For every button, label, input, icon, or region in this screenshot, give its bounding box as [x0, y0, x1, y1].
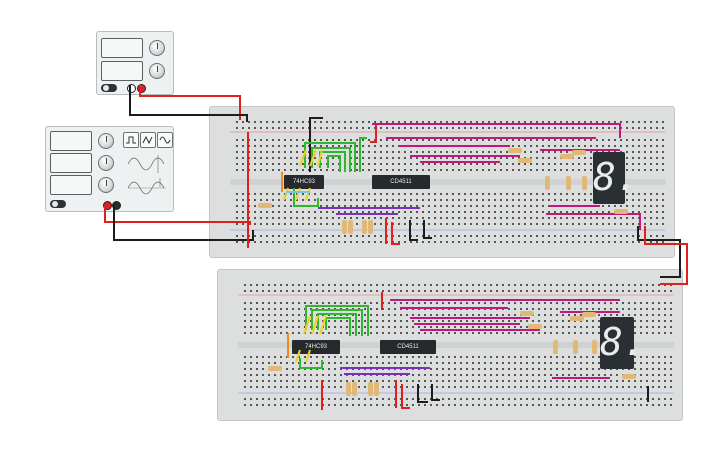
amplitude-display: [50, 153, 92, 173]
positive-terminal[interactable]: [137, 84, 146, 93]
amplitude-graphic-icon: [127, 155, 165, 173]
counter-chip[interactable]: 74HC93: [284, 175, 324, 189]
decoder-chip[interactable]: CD4511: [372, 175, 430, 189]
voltage-knob[interactable]: [149, 40, 165, 56]
frequency-knob[interactable]: [98, 133, 114, 149]
negative-terminal[interactable]: [127, 84, 136, 93]
triangle-wave-icon[interactable]: [140, 132, 156, 148]
current-display: [101, 61, 143, 81]
power-toggle-icon[interactable]: [50, 200, 66, 208]
current-knob[interactable]: [149, 63, 165, 79]
breadboard-2[interactable]: 74HC93 CD4511 8.: [217, 269, 683, 421]
frequency-display: [50, 131, 92, 151]
offset-knob[interactable]: [98, 177, 114, 193]
voltage-display: [101, 38, 143, 58]
offset-display: [50, 175, 92, 195]
ground-terminal[interactable]: [112, 201, 121, 210]
seven-segment-display[interactable]: 8.: [593, 152, 639, 204]
segment-digit: 8.: [600, 320, 646, 364]
seven-segment-display[interactable]: 8.: [600, 317, 646, 369]
segment-digit: 8.: [593, 155, 639, 199]
counter-chip[interactable]: 74HC93: [292, 340, 340, 354]
amplitude-knob[interactable]: [98, 155, 114, 171]
power-toggle-icon[interactable]: [101, 84, 117, 92]
breadboard-1[interactable]: 74HC93 CD4511 8.: [209, 106, 675, 258]
offset-graphic-icon: [127, 178, 166, 195]
square-wave-icon[interactable]: [123, 132, 139, 148]
dc-power-supply[interactable]: [96, 31, 174, 95]
signal-terminal[interactable]: [103, 201, 112, 210]
function-generator[interactable]: [45, 126, 174, 212]
decoder-chip[interactable]: CD4511: [380, 340, 436, 354]
sine-wave-icon[interactable]: [157, 132, 173, 148]
